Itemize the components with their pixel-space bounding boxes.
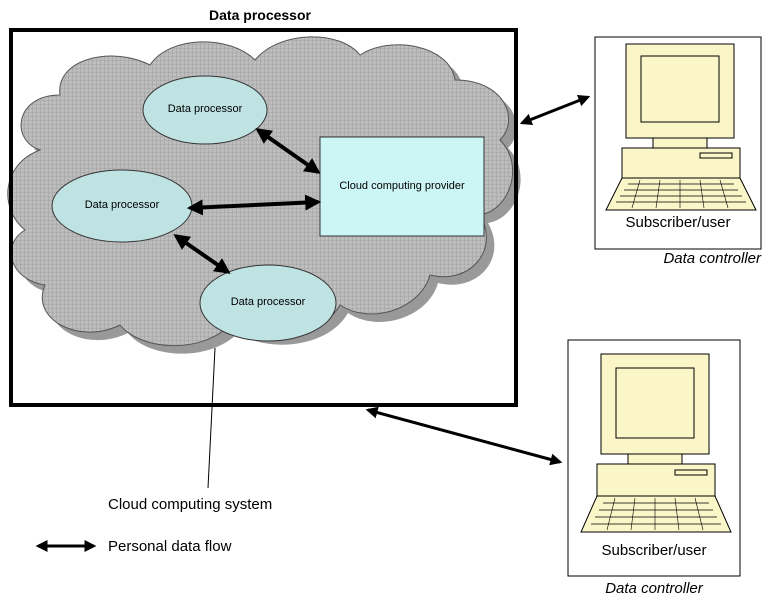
arrow-left-bottom (173, 234, 231, 274)
node-processor-left: Data processor (84, 199, 160, 211)
diagram-title: Data processor (209, 7, 311, 23)
computer-icon (605, 43, 757, 211)
processor-top-ellipse (142, 75, 268, 145)
computer-icon (580, 353, 732, 533)
arrow-box-subscriber2 (365, 406, 563, 466)
node-processor-top: Data processor (167, 103, 243, 115)
cloud-system-label: Cloud computing system (108, 496, 273, 513)
processor-bottom-ellipse (199, 264, 337, 342)
data-processor-box (9, 28, 518, 407)
arrow-box-subscriber1 (519, 94, 591, 126)
cloud-pointer-line (207, 347, 216, 489)
arrow-top-provider (255, 128, 321, 174)
node-processor-bottom: Data processor (230, 296, 306, 308)
data-controller-label-1: Data controller (663, 250, 761, 267)
arrow-left-provider (186, 194, 322, 216)
subscriber-label-2: Subscriber/user (601, 542, 707, 559)
provider-box (319, 136, 485, 237)
data-controller-label-2: Data controller (605, 580, 703, 597)
legend-label: Personal data flow (108, 538, 232, 555)
node-provider: Cloud computing provider (339, 180, 465, 192)
subscriber-label-1: Subscriber/user (625, 214, 731, 231)
